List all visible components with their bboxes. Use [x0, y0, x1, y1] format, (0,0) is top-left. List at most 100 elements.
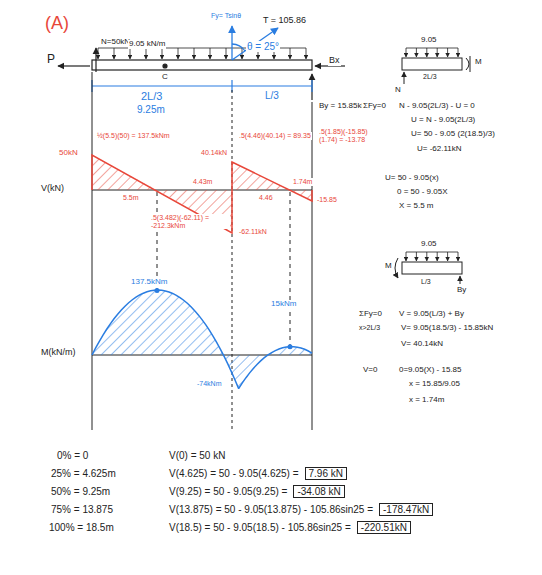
- drawing-stroke: [426, 48, 427, 57]
- drawing-stroke: [92, 85, 312, 86]
- annotation: 2L/3: [140, 90, 163, 102]
- drawing-stroke: [306, 48, 307, 59]
- annotation: .5(3.482)(-62.11) = -212.3kNm: [150, 214, 230, 229]
- drawing-stroke: [114, 48, 115, 59]
- annotation: N=50kN: [100, 38, 131, 47]
- drawing-stroke: [447, 252, 448, 261]
- annotation: 0 = 50 - 9.05X: [396, 188, 448, 197]
- drawing-stroke: [92, 155, 312, 233]
- drawing-stroke: [437, 48, 438, 57]
- drawing-stroke: [210, 48, 211, 59]
- annotation: V(kN): [40, 184, 65, 194]
- drawing-stroke: [458, 48, 459, 57]
- drawing-stroke: [194, 48, 195, 59]
- drawing-stroke: [226, 48, 227, 59]
- drawing-stroke: [290, 192, 291, 347]
- annotation: V = 9.05(L/3) + By: [398, 310, 465, 319]
- shear-diagram: [92, 155, 312, 233]
- drawing-stroke: [92, 60, 312, 70]
- guide-lines: [92, 72, 312, 430]
- beam: [92, 60, 312, 70]
- annotation: 5.5m: [122, 194, 140, 202]
- annotation: N: [394, 86, 402, 95]
- annotation: U= 50 - 9.05 (2(18.5)/3): [410, 130, 496, 139]
- drawing-stroke: [178, 48, 179, 59]
- annotation: 1.74m: [292, 178, 313, 186]
- moment-hatch: [92, 290, 312, 389]
- annotation: ½(5.5)(50) = 137.5kNm: [96, 132, 171, 140]
- annotation: P: [46, 53, 56, 66]
- drawing-stroke: [395, 258, 398, 278]
- fbd-load: [406, 252, 458, 261]
- annotation: .5(1.85)(-15.85)(1.74) = -13.78: [318, 128, 382, 143]
- annotation: V(4.625) = 50 - 9.05(4.625) =: [168, 468, 300, 479]
- annotation: 75% = 13.875: [50, 504, 114, 515]
- drawing-stroke: [470, 56, 471, 72]
- annotation: V= 40.14kN: [400, 340, 444, 349]
- drawing-stroke: [146, 48, 147, 59]
- annotation: Bx: [328, 56, 341, 66]
- drawing-stroke: [406, 252, 458, 253]
- drawing-stroke: [232, 44, 245, 51]
- moment-diagram: [92, 288, 312, 389]
- drawing-stroke: [163, 64, 167, 68]
- drawing-stroke: [426, 252, 427, 261]
- drawing-stroke: [58, 65, 90, 66]
- drawing-stroke: [404, 72, 405, 84]
- annotation: .5(4.46)(40.14) = 89.35: [238, 132, 312, 140]
- annotation: X = 5.5 m: [398, 202, 434, 211]
- drawing-stroke: [402, 262, 462, 274]
- annotation: 50kN: [58, 149, 79, 158]
- boxed-result: -34.08 kN: [293, 485, 344, 498]
- drawing-stroke: [437, 252, 438, 261]
- annotation: 50% = 9.25m: [50, 486, 111, 497]
- annotation: By = 15.85kN: [318, 102, 368, 111]
- annotation: 100% = 18.5m: [48, 522, 115, 533]
- fbd-left: [402, 56, 470, 84]
- annotation: x>2L/3: [358, 324, 381, 332]
- annotation: ΣFy=0: [362, 102, 387, 111]
- annotation: 25% = 4.625m: [50, 468, 117, 479]
- annotation: C: [161, 73, 169, 82]
- drawing-stroke: [406, 48, 407, 57]
- annotation: 0=9.05(X) - 15.85: [398, 366, 462, 375]
- drawing-stroke: [312, 102, 313, 430]
- drawing-stroke: [402, 58, 462, 70]
- annotation: 4.43m: [192, 178, 213, 186]
- annotation: V(9.25) = 50 - 9.05(9.25) =: [168, 486, 288, 497]
- drawing-stroke: [311, 74, 312, 100]
- annotation: U= 50 - 9.05(x): [384, 174, 440, 183]
- annotation: 0% = 0: [56, 450, 89, 461]
- annotation: 9.25m: [136, 104, 166, 115]
- annotation: L/3: [264, 90, 280, 101]
- annotation: x = 1.74m: [408, 396, 445, 405]
- boxed-result: -178.47kN: [379, 503, 433, 516]
- moment-curve: [92, 290, 312, 389]
- boxed-result: -220.51kN: [357, 521, 411, 534]
- drawing-stroke: [406, 48, 458, 49]
- annotation: N - 9.05(2L/3) - U = 0: [398, 102, 476, 111]
- peak-dot: [288, 344, 293, 349]
- annotation: θ = 25°: [246, 41, 280, 52]
- drawing-stroke: [157, 192, 158, 290]
- drawing-stroke: [406, 252, 407, 261]
- annotation: T = 105.86: [262, 16, 307, 26]
- annotation: V(0) = 50 kN: [168, 450, 226, 461]
- drawing-stroke: [232, 90, 233, 430]
- annotation: -15.85: [316, 196, 338, 204]
- drawing-stroke: [95, 48, 96, 72]
- annotation: -62.11kN: [238, 228, 268, 236]
- drawing-stroke: [130, 48, 131, 59]
- annotation: 9.05 kN/m: [128, 40, 166, 49]
- annotation: 2L/3: [422, 73, 438, 81]
- fbd-load: [406, 48, 458, 57]
- drawing-stroke: [458, 252, 459, 261]
- annotation: 137.5kNm: [130, 278, 168, 287]
- drawing-stroke: [447, 48, 448, 57]
- annotation: x = 15.85/9.05: [408, 380, 461, 389]
- drawing-stroke: [162, 48, 163, 59]
- drawing-stroke: [416, 48, 417, 57]
- drawing-stroke: [92, 72, 93, 430]
- annotation: V(18.5) = 50 - 9.05(18.5) - 105.86sin25 …: [168, 522, 352, 533]
- drawing-stroke: [98, 48, 99, 59]
